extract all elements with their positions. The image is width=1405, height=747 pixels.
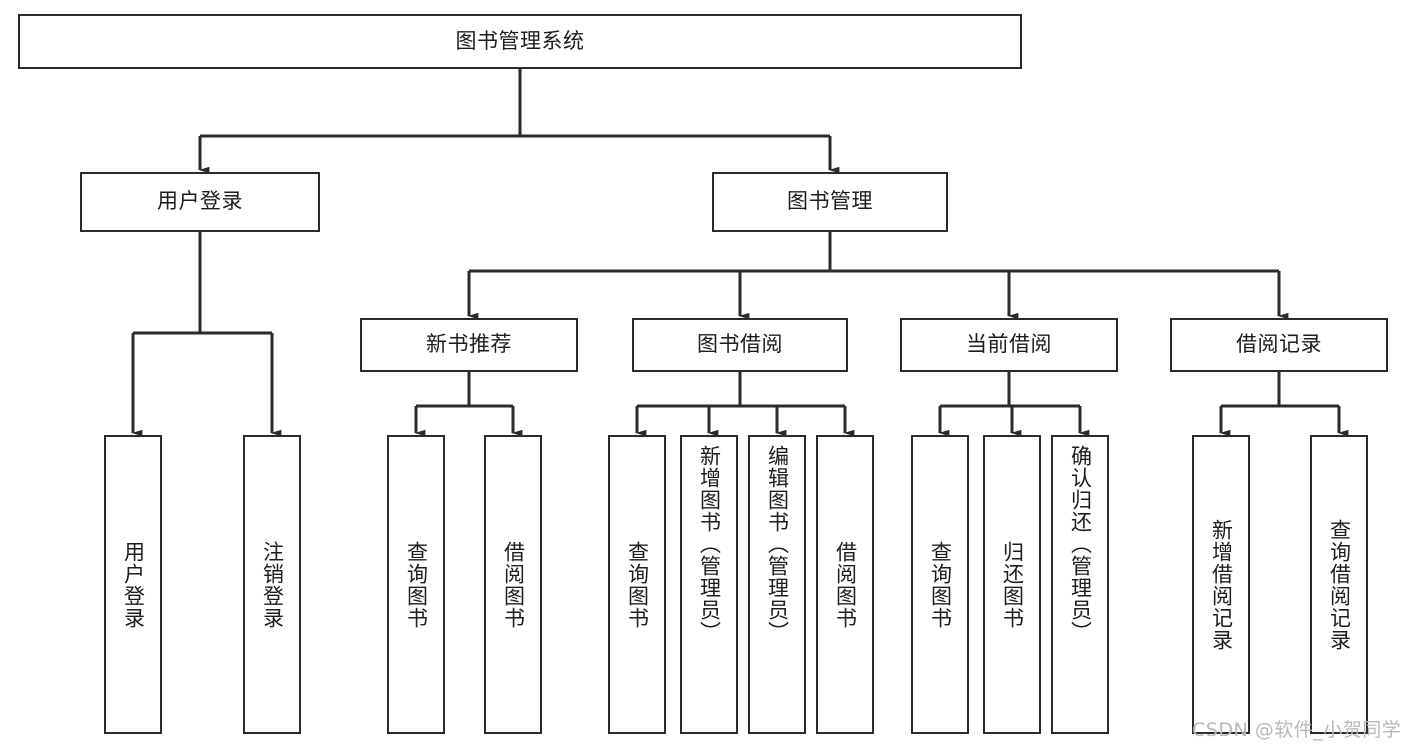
node-label-wrapper: 确认归还（管理员） [1053, 437, 1107, 732]
node-leaf-borrow-book-recommend[interactable]: 借阅图书 [484, 435, 542, 734]
node-label: 新书推荐 [426, 332, 512, 357]
node-label: 图书管理系统 [455, 28, 585, 53]
node-label-wrapper: 注销登录 [245, 437, 299, 732]
node-label: 注销登录 [260, 540, 285, 629]
node-label: 借阅图书 [833, 540, 858, 629]
node-user-login[interactable]: 用户登录 [80, 172, 320, 232]
node-root[interactable]: 图书管理系统 [18, 14, 1022, 69]
node-label: 编辑图书（管理员） [765, 445, 790, 643]
node-leaf-query-book-current[interactable]: 查询图书 [911, 435, 969, 734]
node-leaf-edit-book[interactable]: 编辑图书（管理员） [748, 435, 806, 734]
node-leaf-add-borrow-record[interactable]: 新增借阅记录 [1192, 435, 1250, 734]
node-label: 查询借阅记录 [1327, 518, 1352, 651]
node-label: 图书管理 [787, 189, 873, 214]
node-label: 查询图书 [625, 540, 650, 629]
node-label: 当前借阅 [966, 332, 1052, 357]
node-label-wrapper: 新增借阅记录 [1194, 437, 1248, 732]
node-leaf-query-borrow-record[interactable]: 查询借阅记录 [1310, 435, 1368, 734]
node-leaf-return-book[interactable]: 归还图书 [983, 435, 1041, 734]
node-leaf-borrow-book[interactable]: 借阅图书 [816, 435, 874, 734]
node-current-borrow[interactable]: 当前借阅 [900, 318, 1118, 372]
node-label: 用户登录 [121, 540, 146, 629]
node-book-manage[interactable]: 图书管理 [712, 172, 948, 232]
node-label: 借阅记录 [1236, 332, 1322, 357]
node-label-wrapper: 用户登录 [106, 437, 160, 732]
node-label: 查询图书 [404, 540, 429, 629]
node-leaf-user-login[interactable]: 用户登录 [104, 435, 162, 734]
node-label-wrapper: 查询图书 [913, 437, 967, 732]
node-borrow-record[interactable]: 借阅记录 [1170, 318, 1388, 372]
node-label-wrapper: 查询借阅记录 [1312, 437, 1366, 732]
node-label-wrapper: 查询图书 [610, 437, 664, 732]
node-new-book-recommend[interactable]: 新书推荐 [360, 318, 578, 372]
node-label: 图书借阅 [697, 332, 783, 357]
node-label-wrapper: 借阅图书 [818, 437, 872, 732]
node-label: 新增图书（管理员） [697, 445, 722, 643]
node-leaf-query-book-recommend[interactable]: 查询图书 [387, 435, 445, 734]
node-label: 新增借阅记录 [1209, 518, 1234, 651]
node-label-wrapper: 新增图书（管理员） [682, 437, 736, 732]
node-label-wrapper: 借阅图书 [486, 437, 540, 732]
node-label: 确认归还（管理员） [1068, 445, 1093, 643]
node-book-borrow[interactable]: 图书借阅 [632, 318, 848, 372]
node-label: 归还图书 [1000, 540, 1025, 629]
node-leaf-logout-login[interactable]: 注销登录 [243, 435, 301, 734]
connector-group [131, 69, 1349, 437]
node-label: 借阅图书 [501, 540, 526, 629]
node-label-wrapper: 查询图书 [389, 437, 443, 732]
node-label: 用户登录 [157, 189, 243, 214]
node-leaf-add-book[interactable]: 新增图书（管理员） [680, 435, 738, 734]
node-label: 查询图书 [928, 540, 953, 629]
node-leaf-query-book-borrow[interactable]: 查询图书 [608, 435, 666, 734]
node-label-wrapper: 编辑图书（管理员） [750, 437, 804, 732]
node-label-wrapper: 归还图书 [985, 437, 1039, 732]
node-leaf-confirm-return[interactable]: 确认归还（管理员） [1051, 435, 1109, 734]
